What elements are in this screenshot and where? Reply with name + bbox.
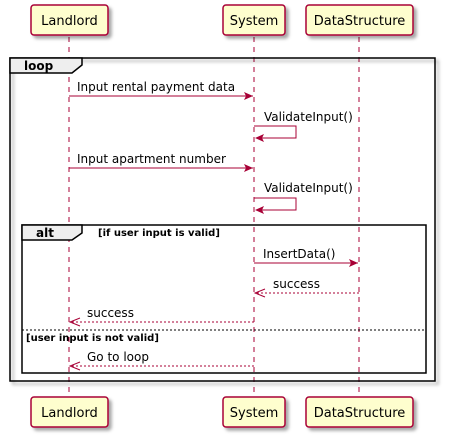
alt-frame-border [21, 224, 427, 374]
participant-label: Landlord [41, 14, 98, 29]
message-label: Input rental payment data [77, 80, 235, 94]
loop-frame-label: loop [24, 59, 54, 73]
participant-landlord-bottom: Landlord [30, 396, 109, 428]
messages: Input rental payment data ValidateInput(… [68, 80, 359, 371]
open-arrow-head-icon [68, 361, 81, 371]
arrow-head-icon [255, 134, 264, 142]
message-label: InsertData() [263, 247, 335, 261]
participants-bottom: Landlord System DataStructure [30, 396, 414, 428]
message-input-apartment-number: Input apartment number [69, 152, 253, 172]
alt-guard-valid: [if user input is valid] [98, 228, 220, 239]
arrow-head-icon [255, 206, 264, 214]
participant-box [305, 4, 414, 36]
participant-landlord-top: Landlord [30, 4, 109, 36]
participant-box [305, 396, 414, 428]
message-success-from-datastructure: success [253, 277, 359, 298]
participant-box [30, 4, 109, 36]
self-message-line [254, 125, 297, 139]
message-label: success [87, 306, 134, 320]
participant-box [222, 4, 286, 36]
message-label: Input apartment number [77, 152, 226, 166]
message-label: ValidateInput() [264, 181, 353, 195]
participant-box [222, 396, 286, 428]
self-message-line [254, 197, 297, 211]
open-arrow-head-icon [68, 317, 81, 327]
arrow-head-icon [349, 259, 358, 267]
arrow-head-icon [244, 92, 253, 100]
message-label: ValidateInput() [264, 110, 353, 124]
loop-frame: loop [9, 57, 436, 382]
alt-guard-invalid: [user input is not valid] [26, 333, 159, 344]
participant-label: System [230, 406, 278, 421]
participant-label: DataStructure [314, 406, 406, 421]
alt-frame: alt [if user input is valid] [user input… [21, 224, 427, 374]
arrow-head-icon [244, 164, 253, 172]
message-insert-data: InsertData() [254, 247, 358, 267]
message-success-to-landlord: success [68, 306, 254, 327]
message-label: Go to loop [87, 350, 149, 364]
participant-datastructure-top: DataStructure [305, 4, 414, 36]
message-label: success [273, 277, 320, 291]
participant-label: System [230, 14, 278, 29]
alt-frame-tab [21, 224, 83, 241]
participant-label: Landlord [41, 406, 98, 421]
participant-system-bottom: System [222, 396, 286, 428]
loop-frame-tab [9, 57, 83, 74]
participant-system-top: System [222, 4, 286, 36]
message-validate-input-1: ValidateInput() [254, 110, 353, 142]
message-go-to-loop: Go to loop [68, 350, 254, 371]
message-input-rental-payment-data: Input rental payment data [69, 80, 253, 100]
participants-top: Landlord System DataStructure [30, 4, 414, 36]
participant-datastructure-bottom: DataStructure [305, 396, 414, 428]
participant-box [30, 396, 109, 428]
loop-frame-border [9, 57, 436, 382]
message-validate-input-2: ValidateInput() [254, 181, 353, 214]
open-arrow-head-icon [253, 288, 266, 298]
alt-frame-label: alt [36, 226, 54, 240]
participant-label: DataStructure [314, 14, 406, 29]
